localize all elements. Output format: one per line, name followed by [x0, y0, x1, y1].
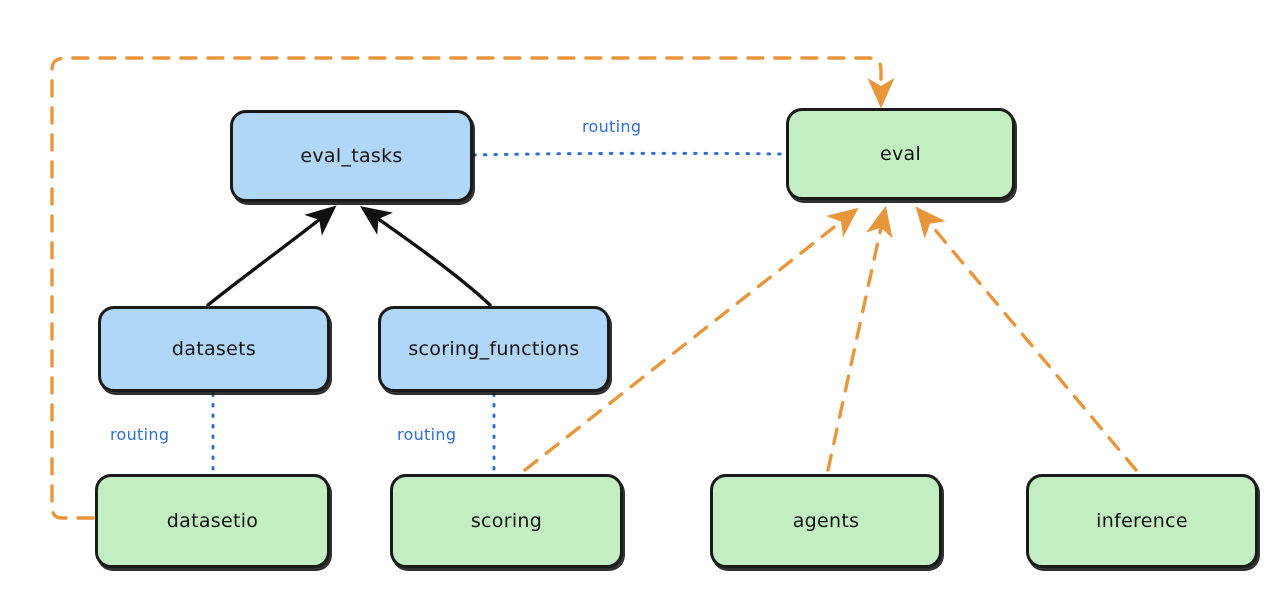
edge-datasetio-to-eval — [50, 56, 895, 520]
node-datasetio[interactable]: datasetio — [95, 474, 330, 568]
node-inference[interactable]: inference — [1026, 474, 1258, 568]
edge-inference-to-eval — [915, 206, 1138, 472]
edge-label-routing-scoring-functions-scoring: routing — [397, 425, 457, 444]
edge-label-routing-datasets-datasetio: routing — [110, 425, 170, 444]
node-scoring-functions[interactable]: scoring_functions — [378, 306, 610, 392]
node-label: eval_tasks — [300, 145, 403, 167]
edge-scoring-functions-to-eval-tasks — [360, 206, 492, 307]
node-label: scoring — [470, 510, 543, 532]
node-eval-tasks[interactable]: eval_tasks — [230, 110, 473, 202]
edge-datasets-to-eval-tasks — [206, 205, 337, 307]
node-label: agents — [792, 510, 860, 532]
node-label: inference — [1096, 510, 1188, 532]
edge-agents-to-eval — [826, 205, 893, 472]
node-label: datasetio — [166, 510, 259, 532]
node-scoring[interactable]: scoring — [390, 474, 623, 568]
node-datasets[interactable]: datasets — [98, 306, 330, 392]
edge-label-routing-eval-tasks-eval: routing — [582, 117, 642, 136]
node-agents[interactable]: agents — [710, 474, 942, 568]
node-eval[interactable]: eval — [786, 108, 1015, 200]
node-label: eval — [879, 143, 922, 165]
edge-eval-tasks-to-eval — [472, 151, 786, 157]
node-label: datasets — [171, 338, 257, 360]
node-label: scoring_functions — [408, 338, 580, 360]
edge-scoring-to-eval — [523, 207, 859, 472]
